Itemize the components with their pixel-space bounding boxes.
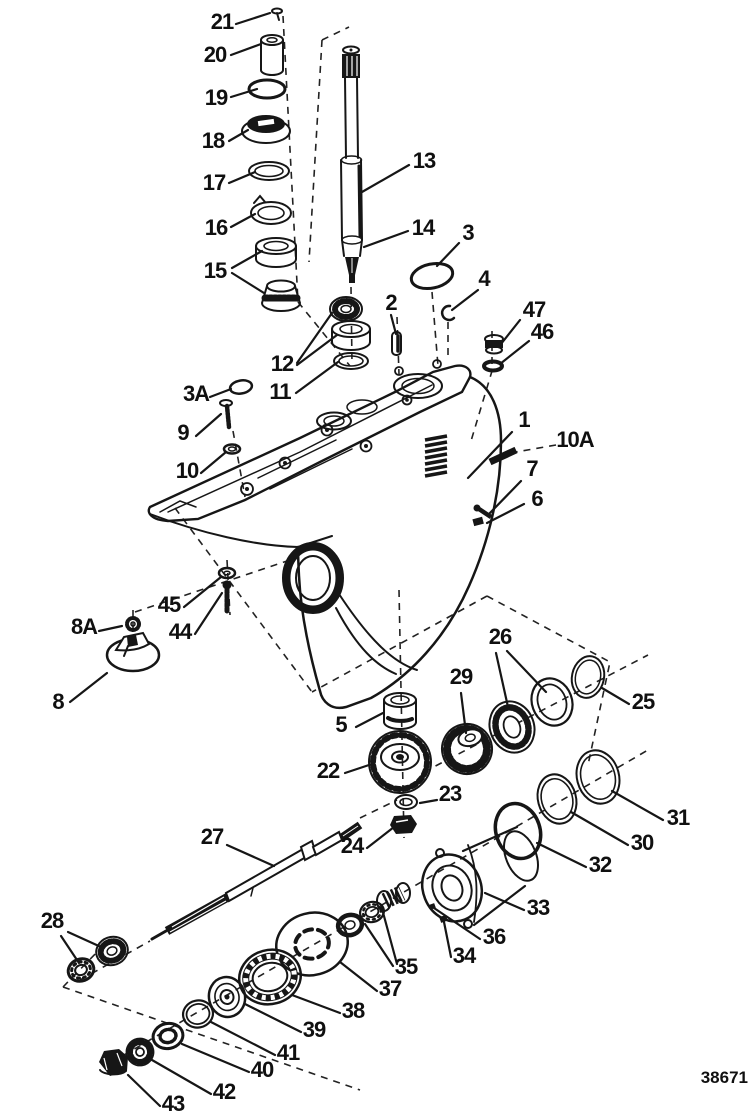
part-18-cap <box>241 115 291 144</box>
callout-3: 3 <box>462 220 474 245</box>
housing-vent-slats <box>424 434 448 478</box>
part-44-screw <box>222 580 232 615</box>
callout-25: 25 <box>632 689 655 714</box>
part-15-bearing-and-race <box>255 237 302 312</box>
part-22-forward-gear <box>368 730 432 794</box>
part-11-shim <box>333 352 369 370</box>
gear-housing <box>147 359 503 710</box>
callout-7: 7 <box>526 456 538 481</box>
part-24-pinion-nut <box>390 815 417 834</box>
part-13-14-driveshaft <box>340 45 363 283</box>
callout-17: 17 <box>203 170 226 195</box>
callout-4: 4 <box>478 266 491 291</box>
part-16-seal <box>250 194 292 225</box>
callout-31: 31 <box>667 805 690 830</box>
callout-15: 15 <box>204 258 227 283</box>
callout-19: 19 <box>205 85 228 110</box>
callout-3a: 3A <box>183 381 210 406</box>
part-26-bearing <box>488 677 574 754</box>
callout-28: 28 <box>41 908 64 933</box>
callout-23: 23 <box>439 781 462 806</box>
callout-9: 9 <box>177 420 189 445</box>
part-12-bearing-and-race <box>329 296 371 351</box>
part-30-ring <box>536 773 578 825</box>
part-43-prop-nut <box>99 1049 128 1076</box>
callout-46: 46 <box>531 319 554 344</box>
callout-10a: 10A <box>556 427 594 452</box>
callout-35: 35 <box>395 954 418 979</box>
callout-1: 1 <box>518 407 530 432</box>
callout-41: 41 <box>277 1040 300 1065</box>
part-42-tab-washer <box>125 1037 155 1067</box>
part-6-plug <box>472 516 484 527</box>
leader-lines <box>59 11 665 1108</box>
callout-16: 16 <box>205 215 228 240</box>
part-8-trim-tab <box>105 631 161 673</box>
callout-39: 39 <box>303 1017 326 1042</box>
part-19-oring <box>247 78 287 100</box>
part-5-bushing <box>383 692 417 730</box>
part-10a-stud <box>488 446 518 466</box>
callout-34: 34 <box>453 943 477 968</box>
callout-32: 32 <box>589 852 612 877</box>
part-45-washer <box>217 566 237 580</box>
callout-37: 37 <box>379 976 402 1001</box>
part-40-splined-washer <box>151 1021 185 1051</box>
part-25-oring <box>570 655 606 699</box>
callout-30: 30 <box>631 830 654 855</box>
part-4-clip <box>440 304 456 322</box>
part-8a-lockwasher <box>125 616 141 632</box>
callout-36: 36 <box>483 924 506 949</box>
callout-12: 12 <box>271 351 294 376</box>
part-7-screw <box>473 504 493 519</box>
callout-26: 26 <box>489 624 512 649</box>
callout-21: 21 <box>211 9 234 34</box>
callout-2: 2 <box>385 290 397 315</box>
part-3-oring <box>409 261 455 291</box>
part-9-screw <box>219 399 233 430</box>
callout-8a: 8A <box>71 614 98 639</box>
part-27-propshaft <box>150 821 363 941</box>
callout-18: 18 <box>202 128 225 153</box>
callout-33: 33 <box>527 895 550 920</box>
callout-20: 20 <box>204 42 227 67</box>
callout-47: 47 <box>523 297 546 322</box>
callout-29: 29 <box>450 664 473 689</box>
part-32-oring <box>493 801 543 861</box>
drawing-number: 38671 <box>701 1068 748 1087</box>
callout-22: 22 <box>317 758 340 783</box>
callout-13: 13 <box>413 148 436 173</box>
callout-11: 11 <box>269 379 291 404</box>
part-10-washer <box>222 443 242 455</box>
part-35-bearing-washer-seal <box>335 882 411 938</box>
callout-27: 27 <box>201 824 224 849</box>
part-39-thrust-hub <box>207 975 247 1019</box>
callout-8: 8 <box>52 689 64 714</box>
callout-44: 44 <box>169 619 193 644</box>
part-31-ring <box>575 749 621 805</box>
callout-42: 42 <box>213 1079 236 1104</box>
callout-6: 6 <box>531 486 543 511</box>
part-46-washer <box>482 359 504 373</box>
callout-43: 43 <box>162 1091 185 1114</box>
part-21-pin <box>271 7 283 21</box>
callout-10: 10 <box>176 458 199 483</box>
callout-38: 38 <box>342 998 365 1023</box>
callout-45: 45 <box>158 592 181 617</box>
part-23-washer <box>394 794 418 810</box>
callout-40: 40 <box>251 1057 274 1082</box>
callout-24: 24 <box>341 833 365 858</box>
part-29-pinion-gear <box>441 723 493 775</box>
part-41-ring <box>181 999 215 1029</box>
part-47-plug <box>484 334 504 355</box>
callout-5: 5 <box>335 712 347 737</box>
callout-14: 14 <box>412 215 436 240</box>
